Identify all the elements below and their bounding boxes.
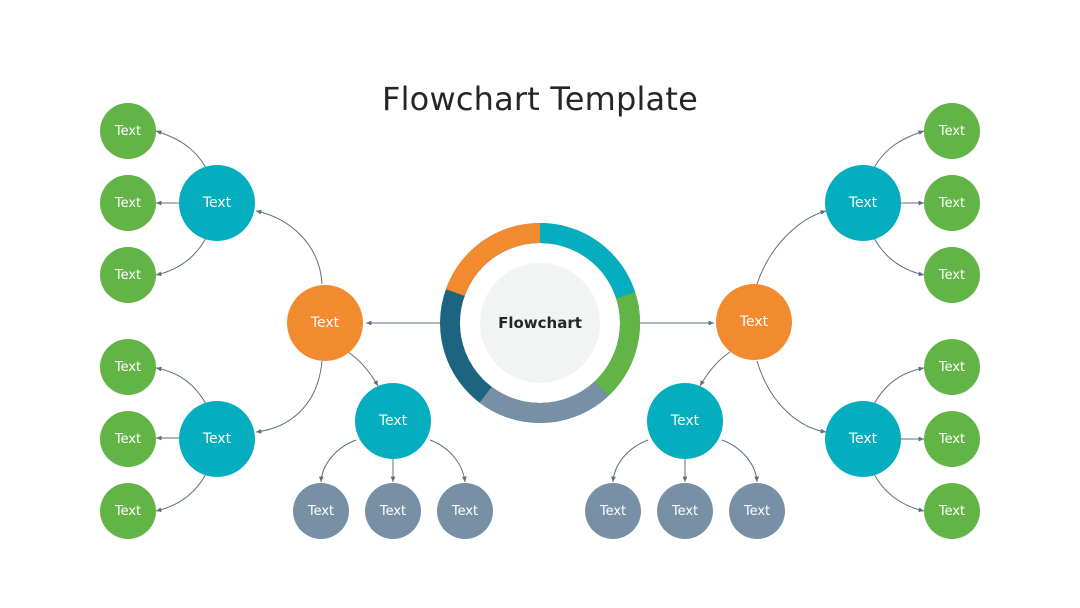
green-node: Text [100,103,156,159]
green-node: Text [924,103,980,159]
teal-node-upper-left: Text [179,165,255,241]
slate-node: Text [585,483,641,539]
green-node: Text [100,339,156,395]
slate-node: Text [293,483,349,539]
teal-node-upper-right: Text [825,165,901,241]
green-node: Text [100,411,156,467]
connector [873,473,925,513]
green-node: Text [924,483,980,539]
connector [699,351,731,387]
slate-node: Text [437,483,493,539]
connector [155,366,207,405]
green-node: Text [924,247,980,303]
connector [756,360,827,434]
teal-node-bottom-left: Text [355,383,431,459]
connector [155,130,207,169]
orange-node-right: Text [716,284,792,360]
connector [318,439,357,483]
orange-node-left: Text [287,285,363,361]
connector [347,351,379,387]
page-title: Flowchart Template [381,80,699,118]
slate-node: Text [729,483,785,539]
connector [155,473,207,513]
green-node: Text [100,247,156,303]
connector [873,237,925,277]
connector [255,209,323,285]
green-node: Text [924,175,980,231]
center-ring [440,223,640,423]
center-label: Flowchart [498,314,582,332]
connector [610,439,649,483]
connector [155,237,207,277]
teal-node-lower-right: Text [825,401,901,477]
slate-node: Text [657,483,713,539]
connector [873,366,925,405]
teal-node-lower-left: Text [179,401,255,477]
connector [873,130,925,169]
connector [429,439,467,483]
connector [255,360,323,434]
green-node: Text [100,483,156,539]
green-node: Text [100,175,156,231]
green-node: Text [924,339,980,395]
green-node: Text [924,411,980,467]
connector [756,210,827,285]
teal-node-bottom-right: Text [647,383,723,459]
connector [721,439,760,483]
slate-node: Text [365,483,421,539]
